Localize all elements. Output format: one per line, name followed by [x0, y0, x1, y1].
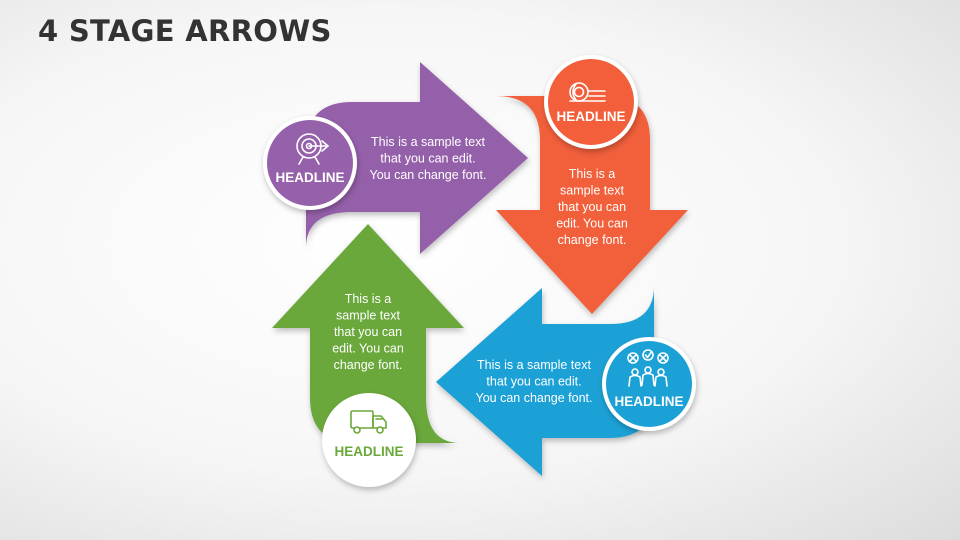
green-arrow-shape: [272, 224, 464, 443]
blue-body-text: This is a sample text that you can edit. Y…: [476, 358, 593, 405]
stage-purple: This is a sample text that you can edit. Y…: [263, 62, 528, 254]
orange-text-line: edit. You can: [556, 217, 628, 231]
orange-arrow-shape: [496, 96, 688, 314]
page-title: 4 STAGE ARROWS: [38, 14, 332, 48]
orange-text-line: sample text: [560, 184, 624, 198]
green-text-line: sample text: [336, 309, 400, 323]
purple-headline: HEADLINE: [275, 170, 344, 185]
blue-headline: HEADLINE: [614, 394, 683, 409]
orange-text-line: that you can: [558, 200, 626, 214]
stage-orange: This is a sample text that you can edit. Yo…: [496, 55, 688, 314]
cash-stack-icon: [569, 82, 606, 102]
green-text-line: change font.: [334, 358, 403, 372]
green-text-line: that you can: [334, 325, 402, 339]
blue-text-line: You can change font.: [476, 391, 593, 405]
orange-text-line: change font.: [558, 233, 627, 247]
stage-green: This is a sample text that you can edit. Yo…: [272, 224, 464, 487]
green-text-line: This is a: [345, 292, 392, 306]
blue-text-line: that you can edit.: [486, 375, 581, 389]
purple-text-line: You can change font.: [370, 168, 487, 182]
purple-text-line: This is a sample text: [371, 135, 485, 149]
team-voting-icon: [627, 349, 669, 387]
green-headline: HEADLINE: [334, 444, 403, 459]
purple-arrow-shape: [306, 62, 528, 254]
orange-headline: HEADLINE: [556, 109, 625, 124]
orange-body-text: This is a sample text that you can edit. Yo…: [556, 167, 628, 247]
blue-arrow-shape: [436, 286, 654, 476]
green-body-text: This is a sample text that you can edit. Yo…: [332, 292, 404, 372]
stage-blue: This is a sample text that you can edit. Y…: [436, 286, 696, 476]
delivery-truck-icon: [350, 410, 387, 434]
green-text-line: edit. You can: [332, 342, 404, 356]
target-icon: [296, 133, 329, 165]
orange-text-line: This is a: [569, 167, 616, 181]
purple-text-line: that you can edit.: [380, 152, 475, 166]
blue-text-line: This is a sample text: [477, 358, 591, 372]
purple-body-text: This is a sample text that you can edit. Y…: [370, 135, 487, 182]
